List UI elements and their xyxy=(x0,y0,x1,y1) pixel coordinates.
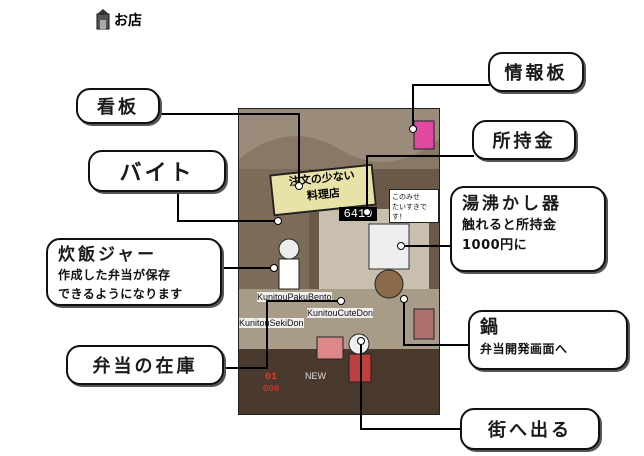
stock-sub: 000 xyxy=(263,384,280,394)
label-rice-jar: 炊飯ジャー xyxy=(58,245,158,265)
speech-line-1: このみせ xyxy=(392,194,420,201)
page-title: お店 xyxy=(114,13,142,29)
new-badge: NEW xyxy=(305,371,326,381)
rice-jar-desc-2: できるようになります xyxy=(58,287,183,301)
speech-line-2: たいすきです！ xyxy=(392,204,427,221)
rice-jar-desc-1: 作成した弁当が保存 xyxy=(58,268,171,282)
label-stock: 弁当の在庫 xyxy=(66,345,224,385)
stock-counter: 01 xyxy=(265,372,278,383)
shop-icon xyxy=(96,8,110,30)
speech-bubble: このみせ たいすきです！ xyxy=(389,189,439,223)
bento-name-1[interactable]: KunitouPakuBento xyxy=(257,292,332,302)
label-kettle-box: 湯沸かし器 触れると所持金 1000円に xyxy=(450,186,606,272)
label-pot: 鍋 xyxy=(480,317,501,338)
kettle-desc-1: 触れると所持金 xyxy=(462,218,557,233)
label-money: 所持金 xyxy=(472,120,576,160)
label-info-board: 情報板 xyxy=(488,52,584,92)
bento-name-3[interactable]: KunitouSekiDon xyxy=(239,318,304,328)
pot-desc: 弁当開発画面へ xyxy=(480,342,568,356)
money-display: 6410 xyxy=(339,207,377,221)
kettle-desc-2: 1000円に xyxy=(462,238,528,253)
label-go-out: 街へ出る xyxy=(460,408,600,450)
label-kettle: 湯沸かし器 xyxy=(462,194,562,214)
label-pot-box: 鍋 弁当開発画面へ xyxy=(468,310,628,370)
label-signboard: 看板 xyxy=(76,88,160,124)
label-baito: バイト xyxy=(88,150,226,192)
label-rice-jar-box: 炊飯ジャー 作成した弁当が保存 できるようになります xyxy=(46,238,222,306)
bento-name-2[interactable]: KunitouCuteDon xyxy=(307,308,374,318)
